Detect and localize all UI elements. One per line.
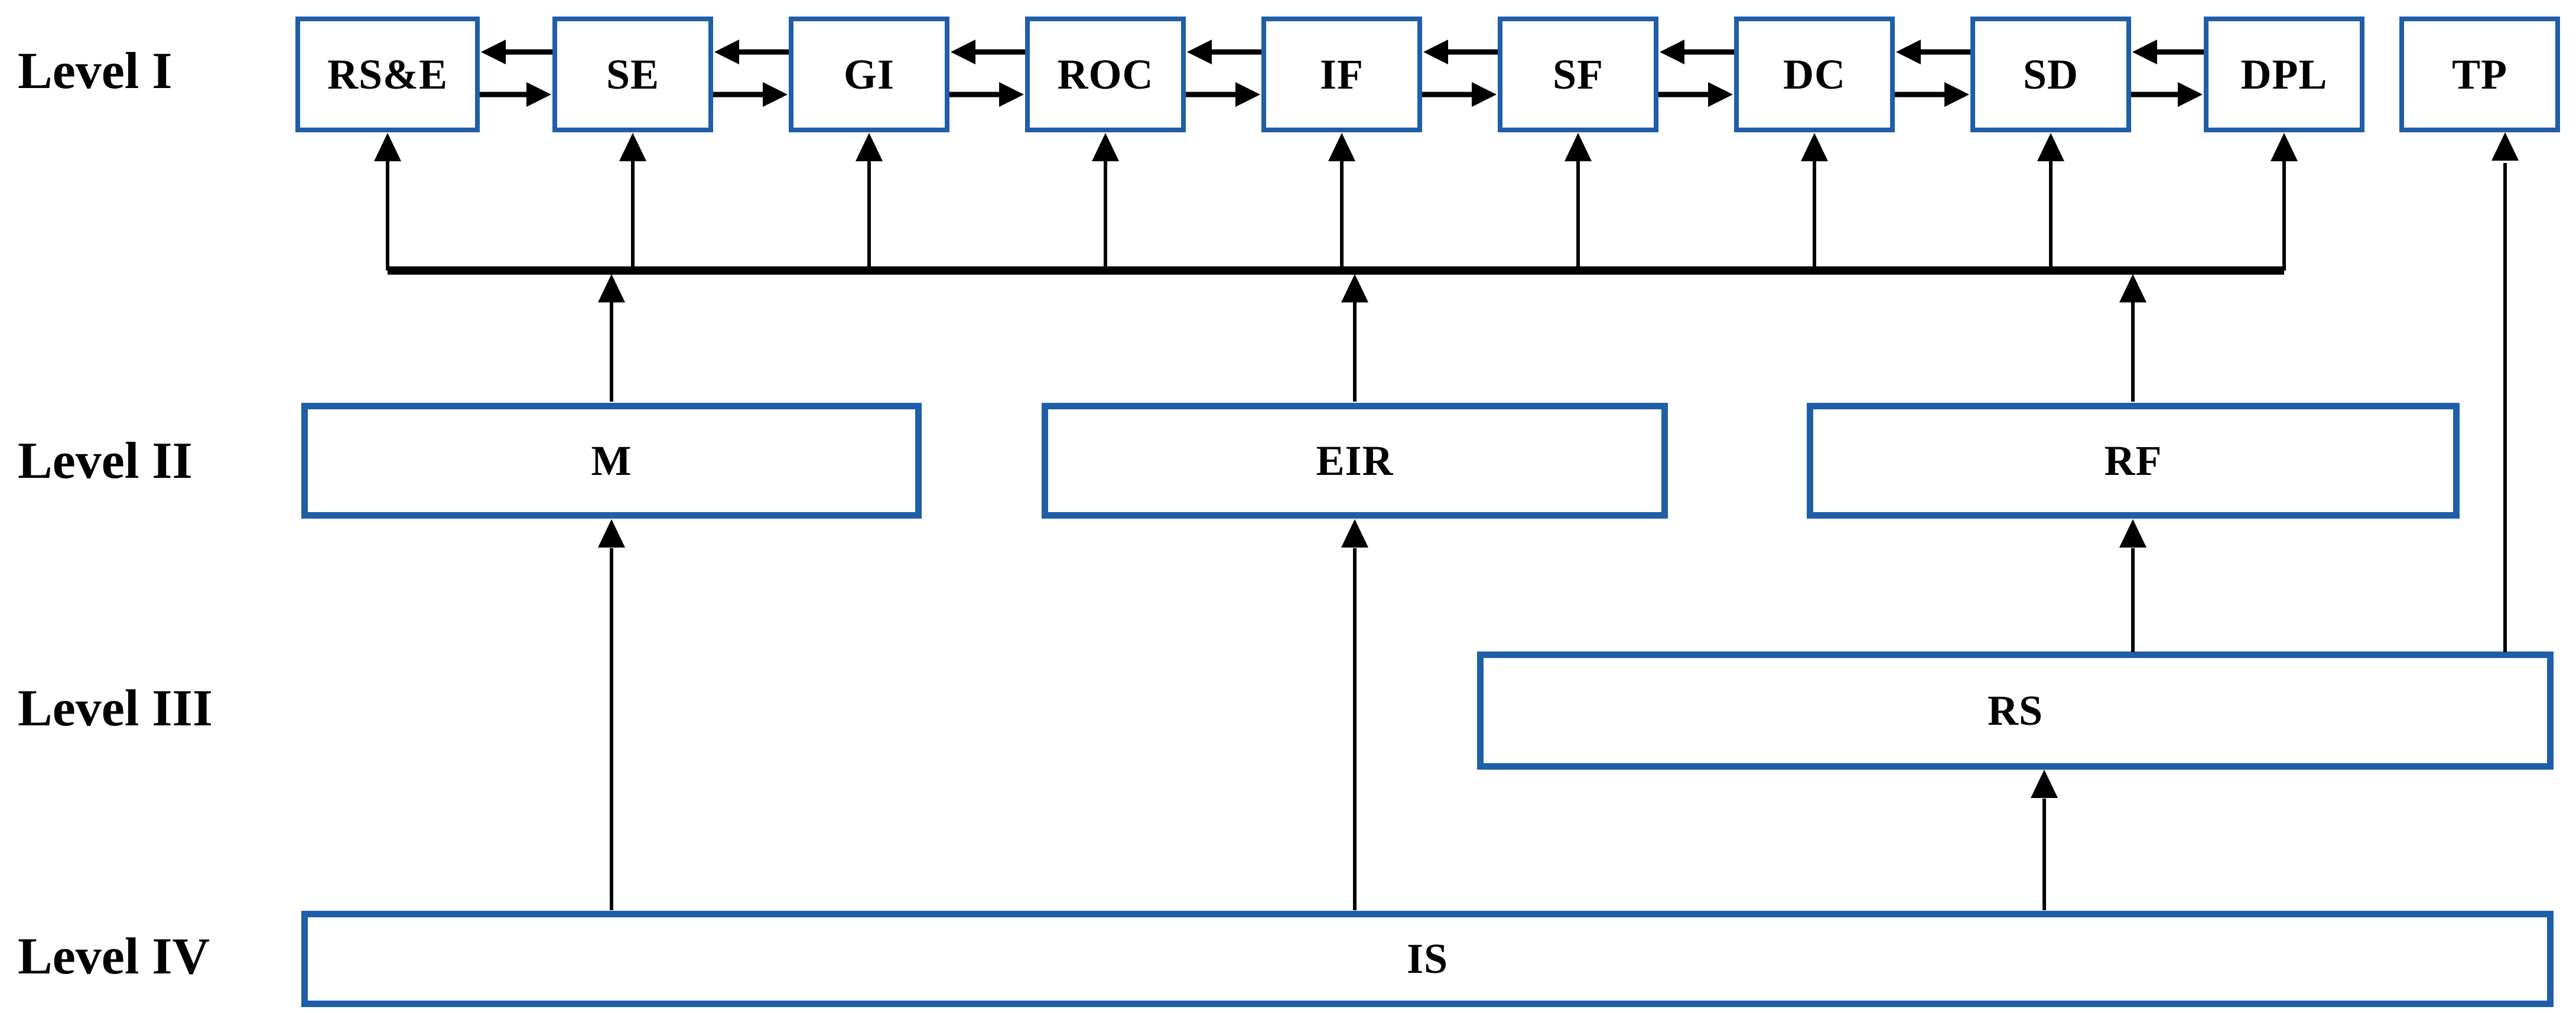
arrow-rs-to-rf (2119, 519, 2146, 652)
arrow-sf-to-dc (1658, 82, 1733, 107)
arrow-dc-to-sf (1660, 40, 1734, 64)
row-label-level-2: Level II (18, 432, 193, 490)
arrow-gi-to-roc (949, 82, 1024, 107)
arrow-bus-to-dpl (2271, 133, 2298, 271)
arrow-rs-to-tp (2492, 132, 2519, 652)
box-rs: RS (1477, 652, 2554, 770)
arrow-bus-to-roc (1092, 133, 1119, 271)
box-if: IF (1261, 17, 1422, 132)
arrow-bus-to-dc (1801, 133, 1828, 271)
arrow-se-to-rse (481, 40, 552, 64)
box-sd: SD (1970, 17, 2131, 132)
row-label-level-4: Level IV (18, 928, 210, 985)
arrow-if-to-sf (1422, 82, 1497, 107)
box-dpl: DPL (2204, 17, 2364, 132)
arrow-bus-to-rse (374, 133, 401, 271)
box-eir: EIR (1042, 403, 1668, 519)
arrow-bus-to-sd (2037, 133, 2064, 271)
arrow-sf-to-if (1423, 40, 1498, 64)
box-m: M (301, 403, 922, 519)
arrow-sd-to-dpl (2131, 82, 2203, 107)
arrow-bus-to-se (619, 133, 646, 271)
arrow-eir-to-bus (1341, 274, 1368, 402)
box-rf: RF (1807, 403, 2460, 519)
arrow-gi-to-se (714, 40, 789, 64)
arrow-is-to-rs (2031, 770, 2058, 910)
box-tp: TP (2399, 17, 2560, 132)
arrow-is-to-m (598, 519, 625, 910)
box-roc: ROC (1025, 17, 1186, 132)
arrow-bus-to-gi (856, 133, 883, 271)
arrow-se-to-gi (713, 82, 788, 107)
arrow-rf-to-bus (2119, 274, 2146, 402)
box-gi: GI (789, 17, 949, 132)
arrow-sd-to-dc (1896, 40, 1970, 64)
arrow-bus-to-sf (1565, 133, 1592, 271)
arrow-dpl-to-sd (2132, 40, 2204, 64)
arrow-m-to-bus (598, 274, 625, 402)
box-is: IS (301, 911, 2554, 1007)
box-sf: SF (1498, 17, 1658, 132)
row-label-level-1: Level I (18, 43, 173, 100)
box-se: SE (552, 17, 713, 132)
arrow-bus-to-if (1328, 133, 1355, 271)
arrow-dc-to-sd (1895, 82, 1969, 107)
arrow-roc-to-gi (951, 40, 1025, 64)
row-label-level-3: Level III (18, 680, 213, 737)
arrow-if-to-roc (1187, 40, 1261, 64)
arrow-is-to-eir (1341, 519, 1368, 910)
box-rse: RS&E (295, 17, 480, 132)
arrow-roc-to-if (1186, 82, 1260, 107)
arrow-rse-to-se (480, 82, 551, 107)
box-dc: DC (1734, 17, 1895, 132)
